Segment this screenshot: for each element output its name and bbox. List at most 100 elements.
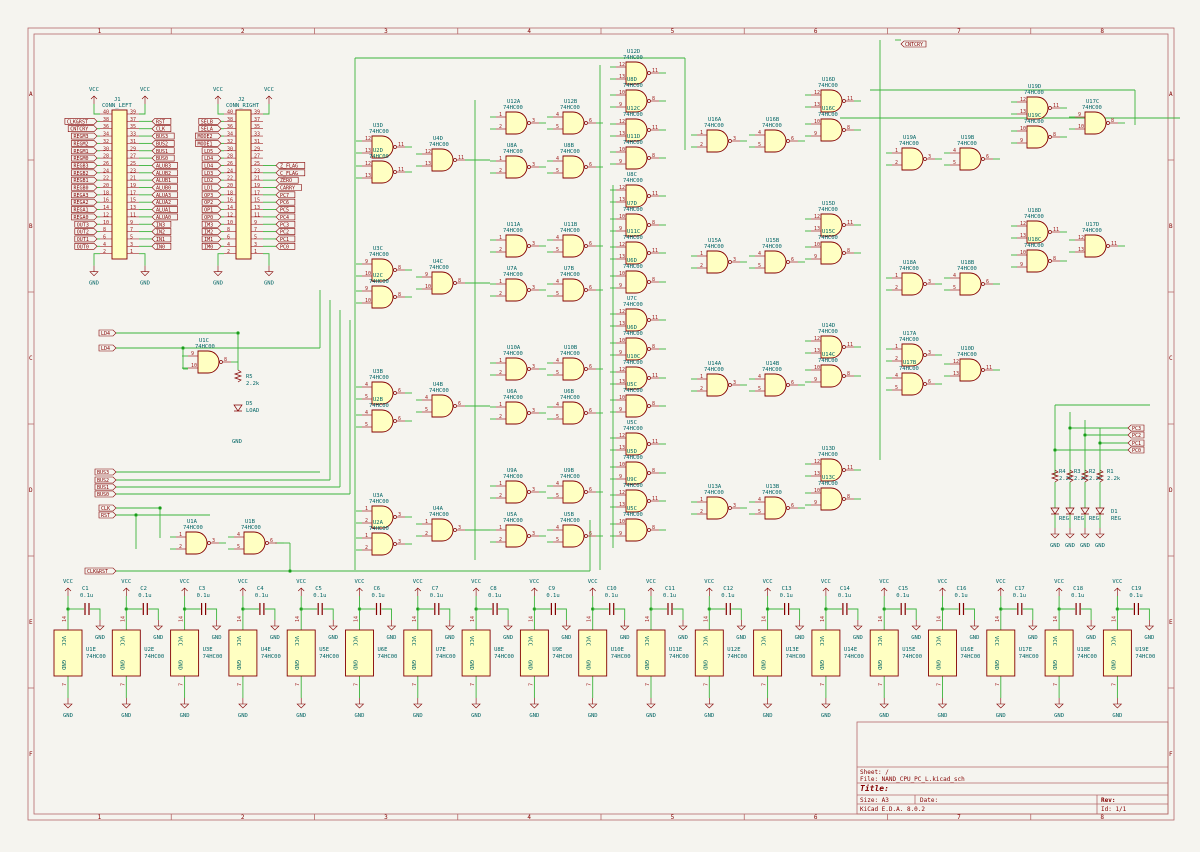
net-label-alua1[interactable]: ALUA1	[151, 206, 178, 214]
cap-ref: C13	[782, 586, 792, 592]
net-label-op2[interactable]: OP2	[201, 198, 222, 206]
pin-number: 2	[895, 160, 898, 166]
net-label-z-flag[interactable]: Z_FLAG	[275, 162, 306, 169]
pin-number: 1	[499, 358, 502, 364]
label-pc2[interactable]: PC2	[1127, 431, 1145, 439]
net-label-im1[interactable]: IM1	[201, 235, 222, 243]
pin-number: 37	[254, 117, 260, 123]
net-label-rega0[interactable]: REGA0	[71, 213, 98, 221]
net-label-in0[interactable]: IN0	[151, 243, 172, 250]
net-label-selb[interactable]: SELB	[198, 118, 222, 125]
net-label-alub3[interactable]: ALUB3	[151, 162, 178, 169]
net-label-alub1[interactable]: ALUB1	[151, 176, 178, 184]
net-label-alub2[interactable]: ALUB2	[151, 169, 178, 177]
net-label-alua0[interactable]: ALUA0	[151, 213, 178, 221]
net-label-regb1[interactable]: REGB1	[71, 176, 98, 184]
net-label-zero[interactable]: ZERO	[275, 176, 299, 184]
net-label-op1[interactable]: OP1	[201, 206, 222, 214]
net-label-im0[interactable]: IM0	[201, 243, 222, 250]
label-bus1[interactable]: BUS1	[94, 483, 117, 491]
net-label-mode2[interactable]: MODE2	[195, 132, 222, 140]
unit-ref: U10E	[611, 647, 624, 653]
pin-number: 2	[365, 545, 368, 551]
net-label-ld5[interactable]: LD5	[201, 147, 222, 155]
inversion-bubble-icon	[923, 282, 927, 286]
label-rst[interactable]: RST	[98, 511, 117, 519]
net-label-regb3[interactable]: REGB3	[71, 162, 98, 169]
ic-gnd-pin-label: GND	[352, 660, 358, 670]
net-label-bus0[interactable]: BUS0	[151, 154, 175, 162]
net-label-pc0[interactable]: PC0	[275, 243, 296, 250]
net-label-out2[interactable]: OUT2	[74, 228, 98, 236]
net-label-mode1[interactable]: MODE1	[195, 140, 222, 147]
net-label-rega1[interactable]: REGA1	[71, 206, 98, 214]
net-label-sela[interactable]: SELA	[198, 125, 222, 133]
label-bus0[interactable]: BUS0	[94, 490, 117, 498]
label-cntcry[interactable]: CNTCRY	[900, 40, 927, 48]
net-label-pc3[interactable]: PC3	[275, 220, 296, 228]
label-bus3[interactable]: BUS3	[94, 468, 117, 476]
net-label-pc4[interactable]: PC4	[275, 213, 296, 221]
svg-text:ALUB0: ALUB0	[156, 186, 171, 192]
net-label-bus1[interactable]: BUS1	[151, 147, 175, 155]
net-label-rst[interactable]: RST	[151, 118, 172, 125]
net-label-regb2[interactable]: REGB2	[71, 169, 98, 177]
net-label-rega2[interactable]: REGA2	[71, 198, 98, 206]
net-label-alua3[interactable]: ALUA3	[151, 191, 178, 199]
net-label-pc2[interactable]: PC2	[275, 228, 296, 236]
net-label-out0[interactable]: OUT0	[74, 243, 98, 250]
net-label-op3[interactable]: OP3	[201, 191, 222, 199]
net-label-alub0[interactable]: ALUB0	[151, 184, 178, 192]
vcc-symbol-icon	[414, 587, 422, 596]
gate-ref: U1A	[187, 519, 198, 525]
net-label-in2[interactable]: IN2	[151, 228, 172, 236]
net-label-cntcry[interactable]: CNTCRY	[67, 125, 98, 133]
net-label-pc7[interactable]: PC7	[275, 191, 296, 199]
net-label-im2[interactable]: IM2	[201, 228, 222, 236]
net-label-in1[interactable]: IN1	[151, 235, 172, 243]
label-bus2[interactable]: BUS2	[94, 476, 117, 484]
net-label-pc1[interactable]: PC1	[275, 235, 296, 243]
label-pc1[interactable]: PC1	[1127, 439, 1145, 447]
net-label-clk[interactable]: CLK	[151, 125, 172, 133]
net-label-in3[interactable]: IN3	[151, 220, 172, 228]
gate-body	[625, 270, 648, 294]
pin-number: 5	[254, 234, 257, 240]
label-clk[interactable]: CLK	[98, 504, 117, 512]
net-label-regm3[interactable]: REGM3	[71, 132, 98, 140]
pin-number: 8	[847, 248, 850, 254]
net-label-pc6[interactable]: PC6	[275, 198, 296, 206]
net-label-pc5[interactable]: PC5	[275, 206, 296, 214]
net-label-regm0[interactable]: REGM0	[71, 154, 98, 162]
net-label-out1[interactable]: OUT1	[74, 235, 98, 243]
net-label-ld4[interactable]: LD4	[201, 162, 222, 169]
pin-number: 11	[652, 125, 658, 131]
net-label-regb0[interactable]: REGB0	[71, 184, 98, 192]
net-label-bus2[interactable]: BUS2	[151, 140, 175, 147]
label-clk-rst[interactable]: CLK&RST	[84, 567, 117, 575]
net-label-out3[interactable]: OUT3	[74, 220, 98, 228]
net-label-op0[interactable]: OP0	[201, 213, 222, 221]
net-label-ld3[interactable]: LD3	[201, 169, 222, 177]
net-label-regm2[interactable]: REGM2	[71, 140, 98, 147]
net-label-clk-rst[interactable]: CLK&RST	[64, 118, 98, 125]
label-ld4-a[interactable]: LD4	[98, 329, 117, 337]
net-label-bus3[interactable]: BUS3	[151, 132, 175, 140]
net-label-ld1[interactable]: LD1	[201, 184, 222, 192]
net-label-regm1[interactable]: REGM1	[71, 147, 98, 155]
net-label-ld2[interactable]: LD2	[201, 176, 222, 184]
net-label-im3[interactable]: IM3	[201, 220, 222, 228]
net-label-c-flag[interactable]: C_FLAG	[275, 169, 306, 177]
label-ld4-b[interactable]: LD4	[98, 344, 117, 352]
svg-text:IN3: IN3	[156, 222, 165, 228]
label-pc3[interactable]: PC3	[1127, 424, 1145, 432]
net-label-ld4[interactable]: LD4	[201, 154, 222, 162]
label-pc0[interactable]: PC0	[1127, 446, 1145, 454]
net-label-alua2[interactable]: ALUA2	[151, 198, 178, 206]
net-label-carry[interactable]: CARRY	[275, 184, 302, 192]
net-label-rega3[interactable]: REGA3	[71, 191, 98, 199]
cap-ref: C17	[1015, 586, 1025, 592]
